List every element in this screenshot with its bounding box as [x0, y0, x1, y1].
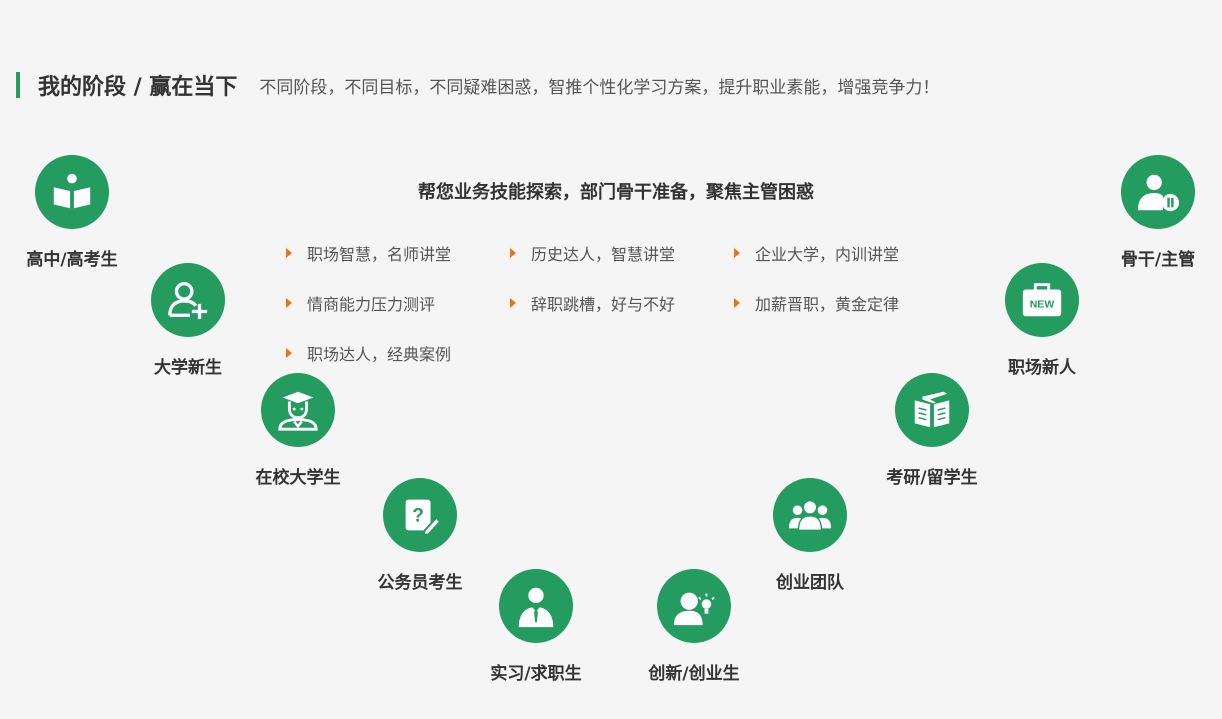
section-header: 我的阶段 / 赢在当下 不同阶段，不同目标，不同疑难困惑，智推个性化学习方案，提… [16, 70, 939, 100]
feature-label: 企业大学，内训讲堂 [755, 245, 900, 264]
stage-label: 创新/创业生 [648, 664, 740, 684]
stage-circle[interactable] [35, 155, 109, 229]
feature-label: 职场达人，经典案例 [307, 345, 452, 364]
feature-label: 加薪晋职，黄金定律 [755, 295, 900, 314]
section-title: 我的阶段 / 赢在当下 [38, 75, 238, 100]
stage-circle[interactable] [261, 373, 335, 447]
open-book-icon [53, 173, 91, 209]
stage-label: 骨干/主管 [1120, 250, 1196, 270]
arrow-icon [510, 248, 516, 258]
new-briefcase-icon: NEW [1022, 283, 1062, 317]
feature-item[interactable]: 职场达人，经典案例 [286, 341, 451, 365]
manager-icon [1137, 174, 1180, 212]
user-plus-icon [168, 282, 208, 320]
arrow-icon [734, 298, 740, 308]
arrow-icon [286, 348, 292, 358]
stage-circle[interactable] [657, 569, 731, 643]
feature-label: 历史达人，智慧讲堂 [531, 245, 676, 264]
feature-item[interactable]: 企业大学，内训讲堂 [734, 241, 899, 265]
question-mark: ? [412, 506, 424, 527]
stage-circle[interactable] [773, 478, 847, 552]
stage-label: 实习/求职生 [490, 664, 582, 684]
feature-label: 情商能力压力测评 [307, 295, 436, 314]
idea-user-icon [673, 592, 715, 626]
arrow-icon [286, 298, 292, 308]
feature-item[interactable]: 情商能力压力测评 [286, 291, 435, 315]
new-badge-text: NEW [1030, 299, 1055, 311]
stage-label: 大学新生 [154, 358, 222, 378]
stage-label: 在校大学生 [255, 468, 341, 488]
question-edit-icon: ? [405, 499, 442, 537]
feature-item[interactable]: 加薪晋职，黄金定律 [734, 291, 899, 315]
stage-label: 创业团队 [776, 573, 844, 593]
header-accent-bar [16, 72, 20, 98]
stage-circle[interactable] [499, 569, 573, 643]
stage-label: 公务员考生 [377, 573, 463, 593]
stage-label: 高中/高考生 [26, 250, 118, 270]
stage-circle[interactable]: NEW [1005, 263, 1079, 337]
feature-item[interactable]: 历史达人，智慧讲堂 [510, 241, 675, 265]
graduate-icon [278, 391, 318, 431]
stage-circle[interactable] [151, 263, 225, 337]
feature-item[interactable]: 辞职跳槽，好与不好 [510, 291, 675, 315]
team-icon [788, 499, 832, 532]
stage-label: 职场新人 [1008, 358, 1076, 378]
businessman-icon [518, 587, 554, 628]
stage-circle[interactable]: ? [383, 478, 457, 552]
book-plane-icon [914, 391, 950, 428]
center-title: 帮您业务技能探索，部门骨干准备，聚焦主管困惑 [418, 182, 814, 203]
stage-label: 考研/留学生 [886, 468, 978, 488]
feature-item[interactable]: 职场智慧，名师讲堂 [286, 241, 451, 265]
stage-circle[interactable] [1121, 155, 1195, 229]
feature-label: 辞职跳槽，好与不好 [531, 295, 676, 314]
stage-circle[interactable] [895, 373, 969, 447]
arrow-icon [286, 248, 292, 258]
arrow-icon [734, 248, 740, 258]
feature-label: 职场智慧，名师讲堂 [307, 245, 452, 264]
arrow-icon [510, 298, 516, 308]
section-subtitle: 不同阶段，不同目标，不同疑难困惑，智推个性化学习方案，提升职业素能，增强竞争力！ [259, 77, 940, 98]
